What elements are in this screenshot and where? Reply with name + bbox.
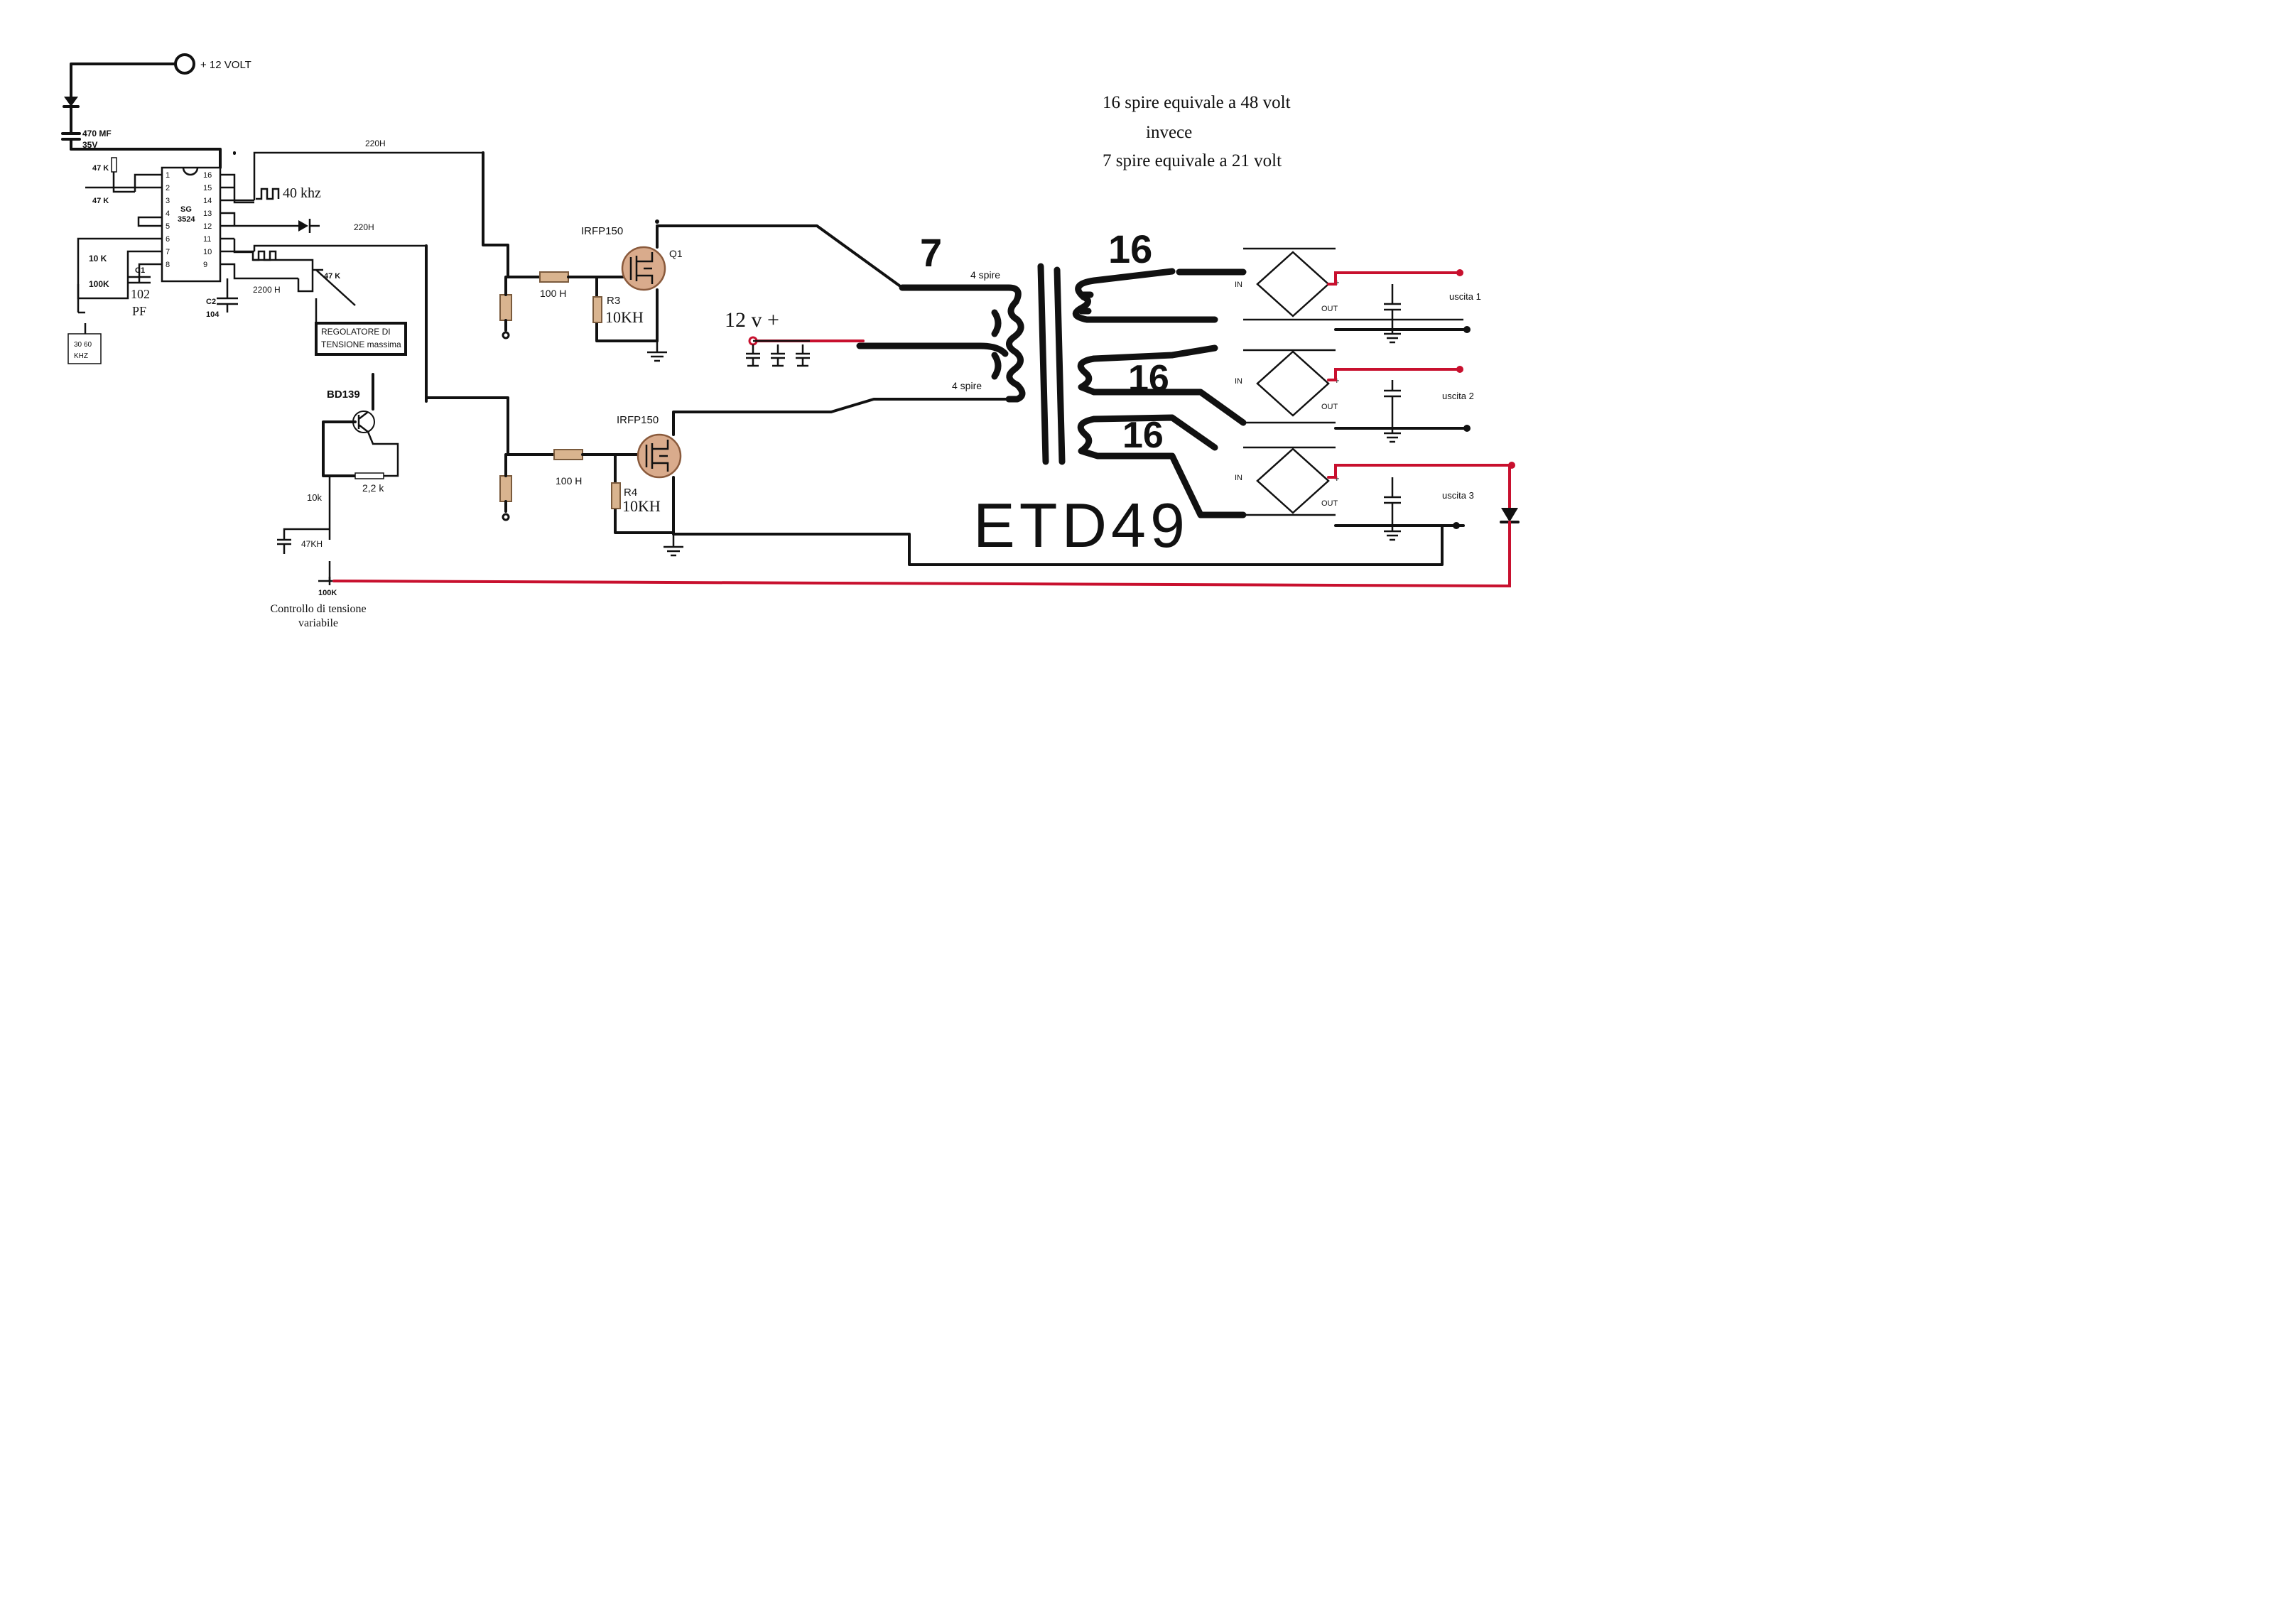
r220-b: 220H — [354, 222, 374, 232]
freq-box-line2: KHZ — [74, 352, 88, 360]
r47k-b: 47 K — [92, 197, 109, 205]
pin-l5: 5 — [166, 222, 170, 231]
gate-r-bottom: 100 H — [556, 475, 582, 487]
pin-l4: 4 — [166, 210, 170, 218]
oscillator-chip: SG 3524 1 2 3 4 5 6 7 8 16 15 14 13 12 1… — [67, 138, 483, 364]
secondary-turns-1: 16 — [1108, 227, 1152, 271]
chip-name-bottom: 3524 — [178, 215, 195, 224]
output-stage-2: IN OUT + uscita 2 — [1235, 349, 1474, 443]
pin-r15: 15 — [203, 184, 212, 192]
control-caption-2: variabile — [298, 617, 338, 629]
core-label: ETD49 — [973, 490, 1189, 560]
outputs: IN OUT + uscita 1 IN OUT + uscita 2 — [332, 247, 1520, 588]
bridge2-in: IN — [1235, 377, 1242, 386]
supply-terminal: + 12 VOLT 470 MF 35V — [61, 53, 251, 169]
mosfet-top-pull-val: 10KH — [605, 308, 644, 326]
pin-r11: 11 — [203, 235, 211, 244]
gate-wiring: 100 H 100 H — [425, 151, 641, 521]
output-stage-1: IN OUT + uscita 1 — [1235, 247, 1481, 344]
pin-r12: 12 — [203, 222, 212, 231]
cap-470: 470 MF — [82, 129, 112, 138]
primary-bottom: 4 spire — [952, 380, 982, 391]
c1-label: C1 — [135, 266, 145, 275]
freq-box-line1: 30 60 — [74, 341, 92, 349]
regulator-line1: REGOLATORE DI — [321, 327, 391, 337]
pin-l8: 8 — [166, 261, 170, 269]
mosfet-top-pull-ref: R3 — [607, 295, 620, 307]
mosfet-top: IRFP150 Q1 R3 10KH — [581, 219, 904, 362]
regulator-line2: TENSIONE massima — [321, 339, 401, 349]
r47k-a: 47 K — [92, 164, 109, 173]
bridge1-out: OUT — [1321, 305, 1338, 313]
pot-100k: 100K — [318, 589, 337, 597]
chip-name-top: SG — [180, 205, 192, 214]
r2200: 2200 H — [253, 285, 281, 295]
note-line-1: 16 spire equivale a 48 volt — [1103, 93, 1291, 112]
primary-top: 4 spire — [970, 269, 1000, 281]
pin-r9: 9 — [203, 261, 207, 269]
output-stage-3: IN OUT + uscita 3 — [332, 446, 1520, 588]
mosfet-bottom-pull-ref: R4 — [624, 487, 637, 499]
r47k-pot: 47 K — [324, 272, 340, 281]
output-label-3: uscita 3 — [1442, 490, 1474, 501]
c1-unit: PF — [132, 304, 146, 318]
bridge1-in: IN — [1235, 281, 1242, 289]
output-label-2: uscita 2 — [1442, 391, 1474, 401]
freq-out: 40 khz — [283, 185, 321, 201]
voltage-control: BD139 2,2 k 10k 47KH 100K Controllo di t… — [233, 151, 399, 629]
pin-l3: 3 — [166, 197, 170, 205]
secondary-turns-3: 16 — [1122, 415, 1164, 456]
r22k-label: 2,2 k — [362, 482, 384, 494]
notes: 16 spire equivale a 48 volt invece 7 spi… — [1103, 93, 1291, 170]
mosfet-top-ref: Q1 — [669, 248, 683, 259]
pin-r16: 16 — [203, 171, 212, 180]
output-label-1: uscita 1 — [1449, 291, 1481, 302]
bd139-label: BD139 — [327, 389, 360, 401]
transformer: 7 4 spire 4 spire 12 v + 16 16 16 ETD49 — [725, 227, 1247, 560]
gate-r-top: 100 H — [540, 288, 566, 299]
mosfet-bottom-part: IRFP150 — [617, 414, 659, 426]
c2-value: 104 — [206, 310, 220, 319]
pin-r10: 10 — [203, 248, 212, 256]
note-line-3: 7 spire equivale a 21 volt — [1103, 151, 1282, 170]
r100k-osc: 100K — [89, 279, 109, 289]
pin-l2: 2 — [166, 184, 170, 192]
cap-470-v: 35V — [82, 140, 97, 150]
r220-a: 220H — [365, 138, 386, 148]
bridge3-in: IN — [1235, 474, 1242, 482]
supply-label: + 12 VOLT — [200, 59, 251, 71]
mosfet-bottom-pull-val: 10KH — [622, 497, 661, 515]
c1-value: 102 — [131, 287, 150, 301]
c2-label: C2 — [206, 298, 216, 306]
pin-l7: 7 — [166, 248, 170, 256]
control-caption-1: Controllo di tensione — [270, 603, 366, 615]
bridge2-out: OUT — [1321, 403, 1338, 411]
pin-l1: 1 — [166, 171, 170, 180]
pin-r13: 13 — [203, 210, 212, 218]
regulator-box: REGOLATORE DI TENSIONE massima — [315, 298, 407, 356]
bridge3-out: OUT — [1321, 499, 1338, 508]
mosfet-top-part: IRFP150 — [581, 225, 623, 237]
pin-l6: 6 — [166, 235, 170, 244]
primary-turns: 7 — [920, 230, 942, 275]
r10k-ctrl: 10k — [307, 492, 322, 503]
r10k-osc: 10 K — [89, 254, 107, 264]
input-label: 12 v + — [725, 308, 779, 332]
r47kh-ctrl: 47KH — [301, 539, 323, 549]
mosfet-bottom: IRFP150 R4 10KH — [611, 398, 1444, 566]
note-line-2: invece — [1146, 123, 1192, 142]
pin-r14: 14 — [203, 197, 212, 205]
